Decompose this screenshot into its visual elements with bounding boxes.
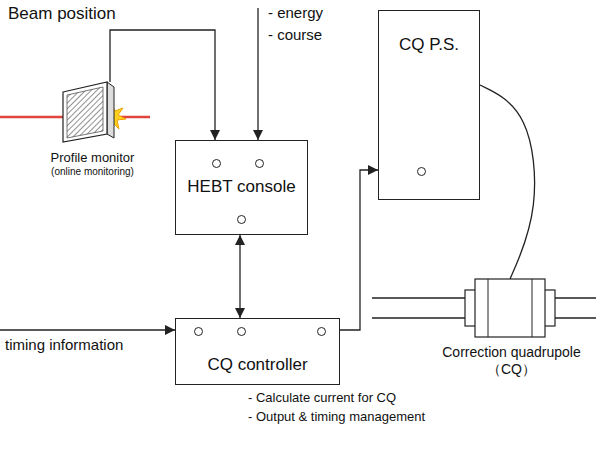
- signal-name: Beam position: [8, 4, 116, 24]
- text-group: HEBT console: [187, 177, 295, 197]
- port-terminal: [237, 215, 246, 224]
- port-terminal: [194, 327, 203, 336]
- function-note: - Output & timing management: [248, 409, 425, 425]
- port-terminal: [317, 327, 326, 336]
- signal-arrow: [110, 30, 215, 140]
- input-note: - course: [268, 26, 322, 44]
- quadrupole-magnet: Correction quadrupole（CQ）: [430, 278, 593, 378]
- signal-name: timing information: [5, 336, 123, 354]
- controller-box: CQ controller: [175, 318, 340, 385]
- signal-arrow: [340, 170, 378, 330]
- node-label: HEBT console: [187, 177, 295, 197]
- power-supply-box: CQ P.S.: [378, 10, 480, 200]
- magnet-illustration: [430, 278, 590, 340]
- power-cable: [480, 85, 535, 279]
- monitor-illustration: [35, 78, 150, 144]
- port-terminal: [237, 327, 246, 336]
- node-label: CQ controller: [207, 355, 307, 375]
- console-box: HEBT console: [175, 140, 308, 235]
- input-arrow: [257, 8, 258, 140]
- text-group: Correction quadrupole（CQ）: [442, 344, 581, 378]
- node-label: CQ P.S.: [399, 35, 459, 55]
- text-group: Profile monitor(online monitoring): [51, 150, 135, 178]
- port-terminal: [255, 159, 264, 168]
- node-label: （CQ）: [442, 361, 581, 378]
- function-note: - Calculate current for CQ: [248, 390, 396, 406]
- input-arrow: [0, 329, 175, 330]
- input-note: - energy: [268, 4, 323, 22]
- text-group: CQ controller: [207, 355, 307, 375]
- node-label: (online monitoring): [51, 166, 135, 178]
- port-terminal: [212, 159, 221, 168]
- port-terminal: [417, 167, 426, 176]
- text-group: CQ P.S.: [399, 35, 459, 55]
- signal-arrow: [239, 235, 240, 318]
- profile-monitor: Profile monitor(online monitoring): [35, 78, 150, 178]
- node-label: Profile monitor: [51, 150, 135, 166]
- node-label: Correction quadrupole: [442, 344, 581, 361]
